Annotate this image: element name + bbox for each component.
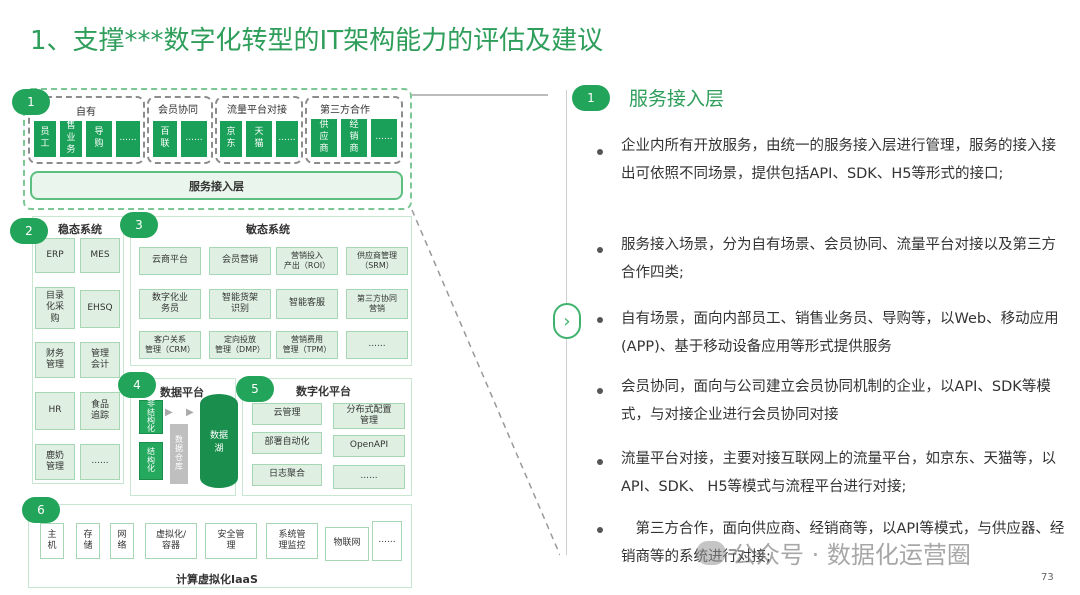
group-member — [147, 96, 213, 164]
group-label-thirdparty: 第三方合作 — [320, 105, 370, 116]
structured-data: 结 构 化 — [139, 442, 163, 480]
badge-2: 2 — [10, 218, 48, 244]
agile-item: 营销投入 产出（ROI） — [276, 247, 338, 275]
connector-lines — [411, 94, 560, 556]
detail-bullet: 流量平台对接，主要对接互联网上的流量平台，如京东、天猫等，以API、SDK、 H… — [621, 451, 1056, 495]
agile-item: 客户关系 管理（CRM） — [139, 331, 201, 359]
agile-item: 第三方协同 营销 — [346, 289, 408, 319]
agile-item: 智能货架 识别 — [209, 289, 271, 319]
detail-bullet: 服务接入场景，分为自有场景、会员协同、流量平台对接以及第三方合作四类; — [621, 237, 1056, 281]
badge-3: 3 — [120, 212, 158, 238]
bullet-dot — [597, 459, 603, 465]
steady-item: ERP — [35, 238, 75, 273]
top-item: 售 业 务 — [59, 120, 83, 158]
unstructured-data: 非 结 构 化 — [139, 400, 163, 434]
top-item: ...... — [370, 118, 398, 158]
digital-item: 日志聚合 — [252, 464, 322, 486]
steady-item: MES — [80, 238, 120, 273]
iaas-item: 物联网 — [325, 527, 369, 561]
service-access-region — [23, 88, 412, 210]
iaas-item: 存 储 — [76, 523, 100, 559]
top-item: 经 销 商 — [340, 118, 368, 158]
badge-1: 1 — [12, 89, 50, 115]
top-item: 员 工 — [33, 120, 57, 158]
chevron-right-icon: › — [553, 303, 581, 339]
group-traffic — [215, 96, 303, 164]
group-label-self: 自有 — [76, 107, 96, 118]
steady-item: HR — [35, 392, 75, 430]
digital-item: ...... — [333, 465, 405, 489]
top-item: ...... — [115, 120, 141, 158]
agile-system-title: 敏态系统 — [246, 223, 290, 236]
bullet-dot — [597, 527, 603, 533]
bullet-dot — [597, 317, 603, 323]
group-self — [28, 96, 145, 164]
digital-item: 分布式配置 管理 — [333, 403, 405, 429]
top-item: 供 应 商 — [310, 118, 338, 158]
top-item: 百 联 — [152, 120, 178, 158]
detail-bullet: 会员协同，面向与公司建立会员协同机制的企业，以API、SDK等模式，与对接企业进… — [621, 379, 1051, 423]
badge-5: 5 — [236, 376, 274, 402]
agile-item: 定向投放 管理（DMP） — [209, 331, 271, 359]
group-label-member: 会员协同 — [158, 105, 198, 116]
steady-system-title: 稳态系统 — [58, 223, 102, 236]
agile-item: 会员营销 — [209, 247, 271, 275]
iaas-title: 计算虚拟化IaaS — [176, 573, 258, 586]
steady-item: ...... — [80, 444, 120, 480]
badge-6: 6 — [22, 497, 60, 523]
agile-item: 营销费用 管理（TPM） — [276, 331, 338, 359]
top-item: ...... — [180, 120, 208, 158]
iaas-item: 网 络 — [110, 523, 134, 559]
top-item: ...... — [275, 120, 299, 158]
arrow-right-icon: ▶ — [165, 407, 173, 418]
page-number: 73 — [1041, 572, 1054, 583]
detail-bullet: 企业内所有开放服务，由统一的服务接入层进行管理，服务的接入接出可依照不同场景，提… — [621, 138, 1056, 182]
iaas-item: 安全管 理 — [205, 523, 257, 559]
agile-item: ...... — [346, 331, 408, 359]
top-item: 导 购 — [85, 120, 113, 158]
data-warehouse: 数 据 仓 库 — [170, 424, 188, 484]
detail-badge: 1 — [572, 85, 610, 111]
iaas-item: 虚拟化/ 容器 — [145, 523, 197, 559]
data-lake: 数据 湖 — [200, 394, 238, 488]
watermark: 公众号 · 数据化运营圈 — [732, 541, 971, 569]
data-platform-title: 数据平台 — [160, 386, 204, 399]
digital-platform-title: 数字化平台 — [296, 385, 351, 398]
agile-item: 智能客服 — [276, 289, 338, 319]
iaas-item: ...... — [372, 521, 402, 561]
group-label-traffic: 流量平台对接 — [227, 105, 287, 116]
bullet-dot — [597, 388, 603, 394]
service-access-bar: 服务接入层 — [30, 171, 403, 200]
digital-item: OpenAPI — [333, 435, 405, 457]
steady-item: 鹿奶 管理 — [35, 444, 75, 480]
agile-item: 供应商管理 （SRM） — [346, 247, 408, 275]
steady-item: 财务 管理 — [35, 342, 75, 378]
detail-heading: 服务接入层 — [629, 88, 725, 110]
bullet-dot — [597, 149, 603, 155]
wechat-icon — [696, 541, 726, 565]
top-item: 天 猫 — [245, 120, 273, 158]
group-thirdparty — [305, 96, 403, 164]
top-item: 京 东 — [219, 120, 243, 158]
iaas-item: 主 机 — [40, 523, 64, 559]
steady-item: EHSQ — [80, 290, 120, 328]
architecture-diagram: 1 自有 会员协同 流量平台对接 第三方合作 员 工 售 业 务 导 购 ...… — [10, 88, 560, 588]
detail-bullet: 第三方合作，面向供应商、经销商等，以API等模式，与供应器、经销商等的系统进行对… — [621, 521, 1065, 565]
steady-item: 目录 化采 购 — [35, 287, 75, 329]
iaas-item: 系统管 理监控 — [266, 523, 318, 559]
steady-item: 食品 追踪 — [80, 392, 120, 430]
page-title: 1、支撑***数字化转型的IT架构能力的评估及建议 — [30, 26, 604, 56]
steady-item: 管理 会计 — [80, 342, 120, 378]
digital-item: 云管理 — [252, 403, 322, 425]
agile-item: 数字化业 务员 — [139, 289, 201, 319]
detail-bullet: 自有场景，面向内部员工、销售业务员、导购等，以Web、移动应用(APP)、基于移… — [621, 311, 1059, 355]
badge-4: 4 — [118, 372, 156, 398]
agile-item: 云商平台 — [139, 247, 201, 275]
digital-item: 部署自动化 — [252, 432, 322, 454]
bullet-dot — [597, 247, 603, 253]
arrow-right-icon: ▶ — [186, 407, 194, 418]
